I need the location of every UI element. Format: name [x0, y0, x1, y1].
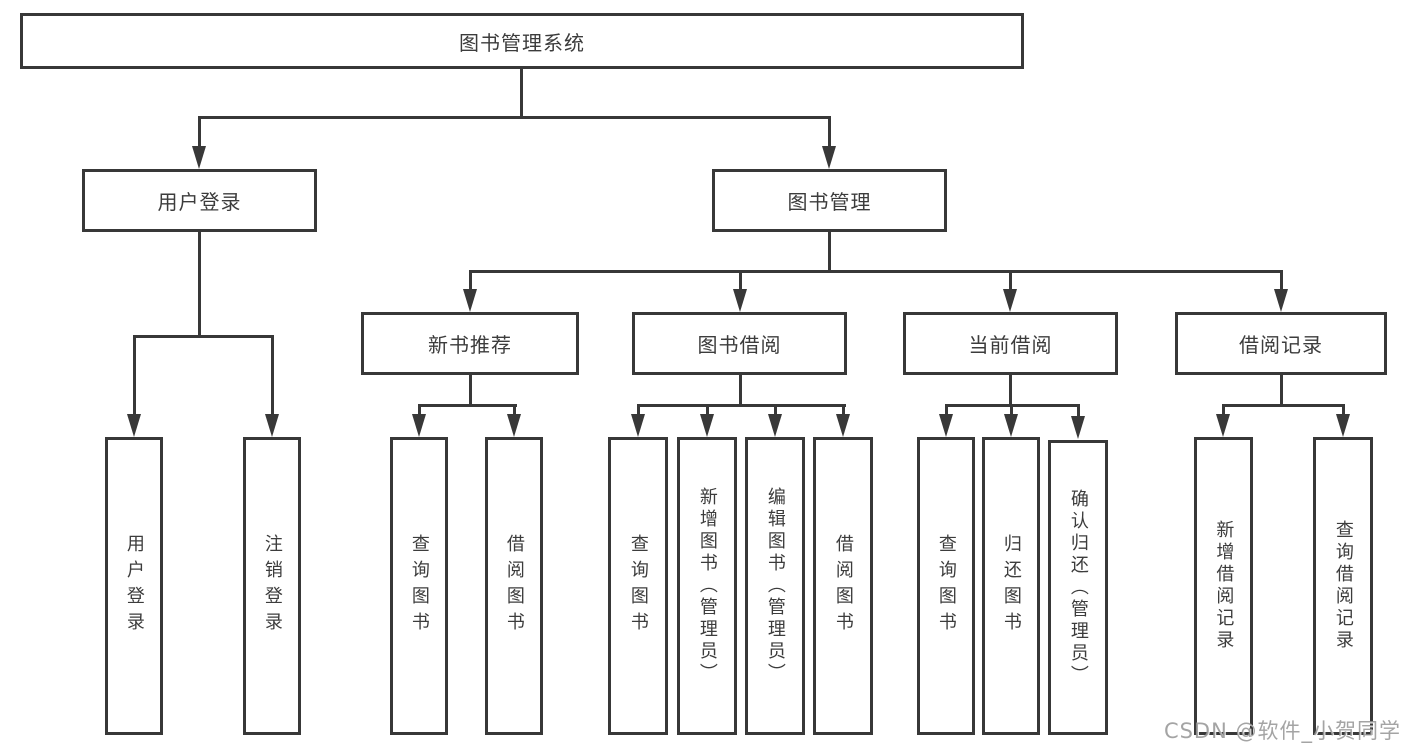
- connector-segment: [469, 375, 472, 406]
- leaf-label: 新增借阅记录: [1213, 520, 1235, 652]
- connector-segment: [1342, 404, 1345, 418]
- leaf-label: 查询图书: [627, 534, 649, 638]
- connector-segment: [739, 375, 742, 406]
- arrow-down-icon: [412, 414, 426, 437]
- connector-segment: [1077, 404, 1080, 418]
- connector-segment: [198, 116, 201, 152]
- leaf-label: 查询借阅记录: [1332, 520, 1354, 652]
- node-current-borrow: 当前借阅: [903, 312, 1118, 375]
- node-leaf-borrow-books-1: 借阅图书: [485, 437, 543, 735]
- connector-segment: [418, 404, 421, 418]
- node-leaf-query-books-3: 查询图书: [917, 437, 975, 735]
- node-leaf-query-books-2: 查询图书: [608, 437, 668, 735]
- arrow-down-icon: [192, 146, 206, 169]
- node-borrow-records: 借阅记录: [1175, 312, 1387, 375]
- node-leaf-query-books-1: 查询图书: [390, 437, 448, 735]
- connector-segment: [1280, 375, 1283, 406]
- connector-segment: [1010, 404, 1013, 418]
- node-book-borrow: 图书借阅: [632, 312, 847, 375]
- connector-segment: [198, 232, 201, 337]
- leaf-label: 借阅图书: [832, 534, 854, 638]
- arrow-down-icon: [631, 414, 645, 437]
- connector-segment: [1009, 270, 1012, 294]
- arrow-down-icon: [700, 414, 714, 437]
- connector-segment: [945, 404, 948, 418]
- connector-segment: [418, 404, 517, 407]
- node-user-login: 用户登录: [82, 169, 317, 232]
- connector-segment: [1222, 404, 1344, 407]
- connector-segment: [133, 335, 136, 417]
- arrow-down-icon: [836, 414, 850, 437]
- node-leaf-user-login: 用户登录: [105, 437, 163, 735]
- leaf-label: 借阅图书: [503, 534, 525, 638]
- leaf-label: 查询图书: [408, 534, 430, 638]
- connector-segment: [133, 335, 274, 338]
- connector-segment: [706, 404, 709, 418]
- connector-segment: [828, 116, 831, 152]
- node-leaf-edit-books: 编辑图书（管理员）: [745, 437, 805, 735]
- leaf-label: 归还图书: [1000, 534, 1022, 638]
- arrow-down-icon: [1004, 414, 1018, 437]
- connector-segment: [1280, 270, 1283, 294]
- node-leaf-borrow-books-2: 借阅图书: [813, 437, 873, 735]
- arrow-down-icon: [733, 289, 747, 312]
- node-leaf-query-borrow-record: 查询借阅记录: [1313, 437, 1373, 735]
- arrow-down-icon: [265, 414, 279, 437]
- arrow-down-icon: [1216, 414, 1230, 437]
- connector-segment: [1009, 375, 1012, 406]
- node-root: 图书管理系统: [20, 13, 1024, 69]
- connector-segment: [828, 232, 831, 272]
- connector-segment: [271, 335, 274, 417]
- arrow-down-icon: [1274, 289, 1288, 312]
- leaf-label: 查询图书: [935, 534, 957, 638]
- leaf-label: 确认归还（管理员）: [1067, 488, 1089, 687]
- arrow-down-icon: [127, 414, 141, 437]
- node-book-management: 图书管理: [712, 169, 947, 232]
- arrow-down-icon: [939, 414, 953, 437]
- leaf-label: 编辑图书（管理员）: [764, 487, 786, 685]
- connector-segment: [739, 270, 742, 294]
- connector-segment: [1222, 404, 1225, 418]
- node-leaf-logout: 注销登录: [243, 437, 301, 735]
- connector-segment: [637, 404, 640, 418]
- node-leaf-add-borrow-record: 新增借阅记录: [1194, 437, 1253, 735]
- leaf-label: 新增图书（管理员）: [696, 487, 718, 685]
- node-leaf-add-books: 新增图书（管理员）: [677, 437, 737, 735]
- node-leaf-return-books: 归还图书: [982, 437, 1040, 735]
- arrow-down-icon: [463, 289, 477, 312]
- connector-segment: [513, 404, 516, 418]
- node-leaf-confirm-return: 确认归还（管理员）: [1048, 440, 1108, 735]
- arrow-down-icon: [768, 414, 782, 437]
- arrow-down-icon: [507, 414, 521, 437]
- arrow-down-icon: [822, 146, 836, 169]
- leaf-label: 注销登录: [261, 534, 283, 638]
- leaf-label: 用户登录: [123, 534, 145, 638]
- connector-segment: [520, 69, 523, 117]
- arrow-down-icon: [1336, 414, 1350, 437]
- connector-segment: [637, 404, 846, 407]
- node-new-book-recommend: 新书推荐: [361, 312, 579, 375]
- arrow-down-icon: [1003, 289, 1017, 312]
- arrow-down-icon: [1071, 416, 1085, 439]
- connector-segment: [469, 270, 472, 294]
- connector-segment: [198, 116, 831, 119]
- connector-segment: [469, 270, 1283, 273]
- connector-segment: [774, 404, 777, 418]
- connector-segment: [842, 404, 845, 418]
